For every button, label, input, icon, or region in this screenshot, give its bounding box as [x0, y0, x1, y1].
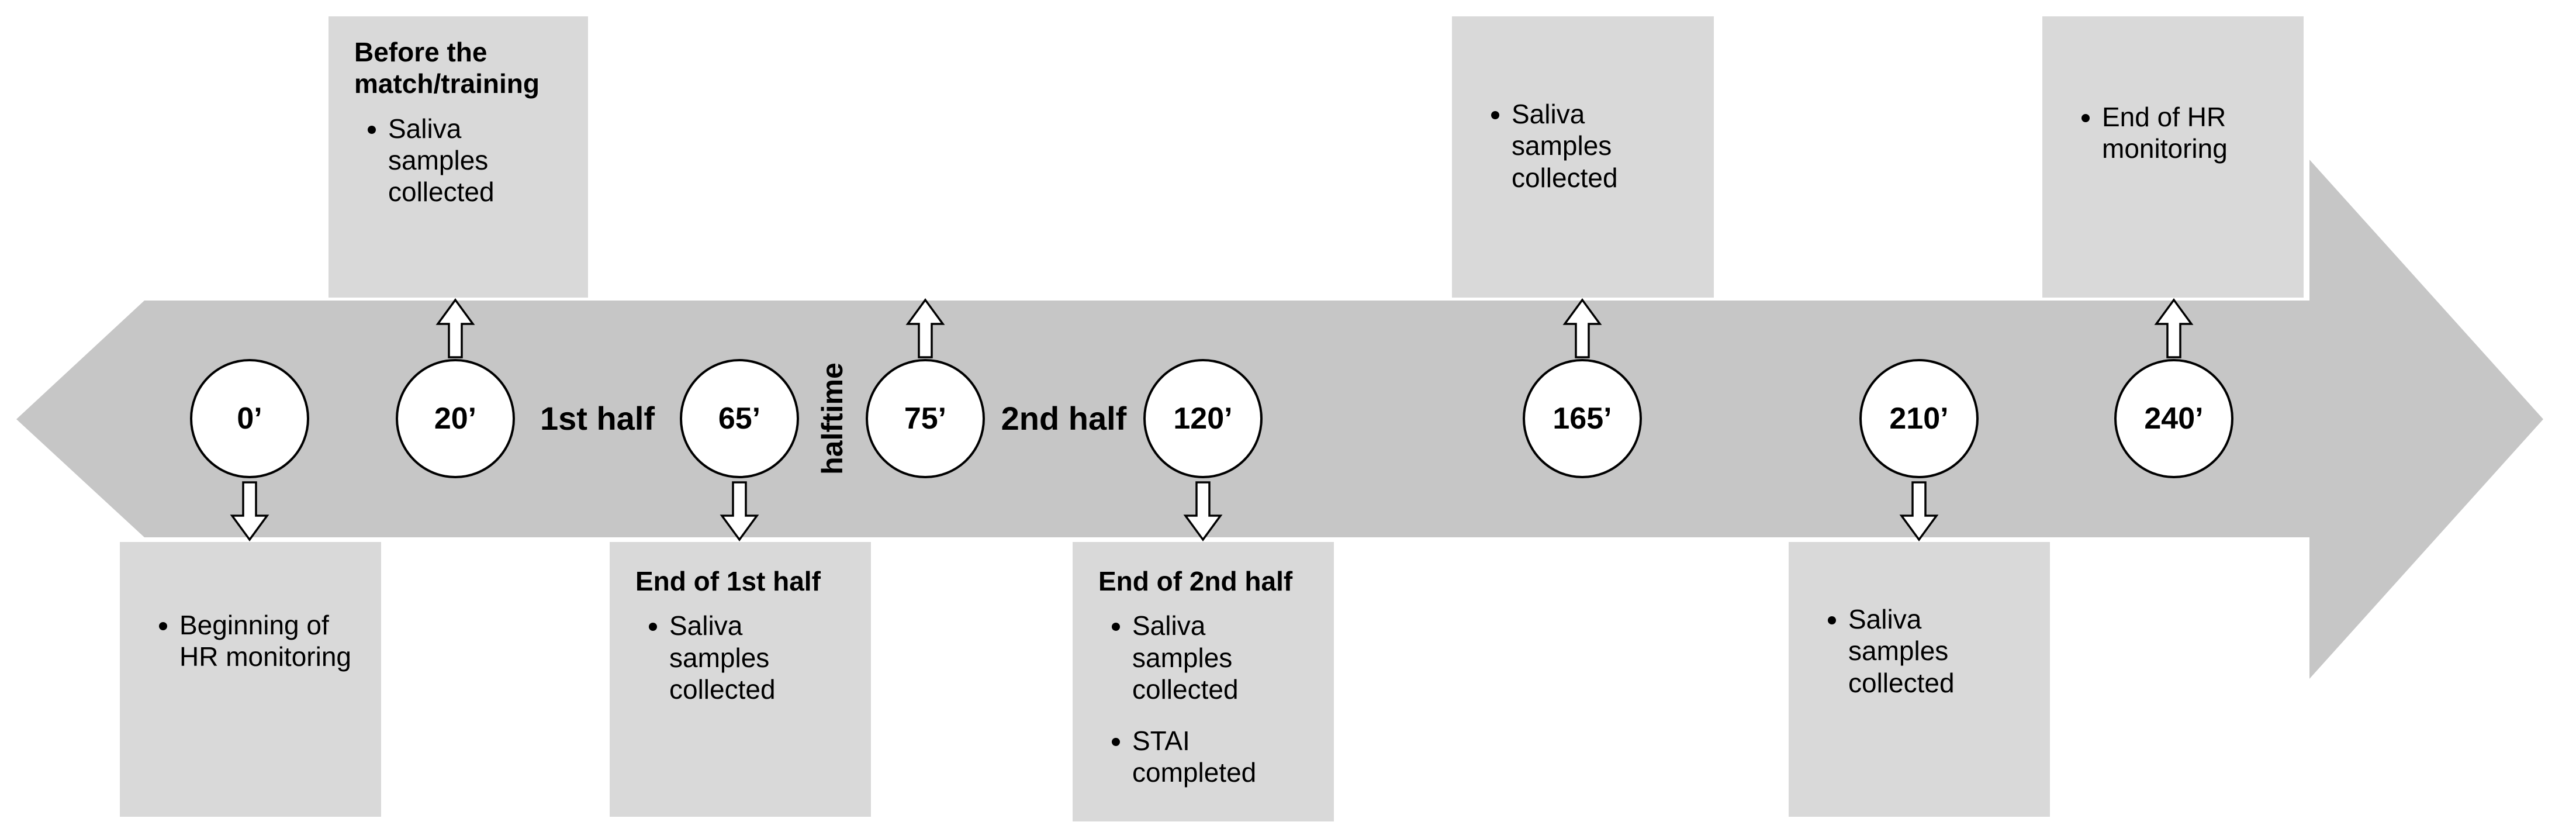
bullet-list: Beginning of HR monitoring [146, 609, 365, 673]
annotation-box-saliva-165: Saliva samples collected [1452, 16, 1714, 298]
up-arrow-icon [435, 298, 475, 358]
up-arrow-icon [2154, 298, 2194, 358]
time-marker-165: 165’ [1523, 359, 1642, 478]
annotation-title: End of 2nd half [1098, 566, 1293, 596]
down-arrow-icon [1899, 481, 1939, 541]
bullet-list: Saliva samples collected [1814, 603, 2034, 699]
time-label: 20’ [434, 402, 477, 436]
annotation-box-saliva-210: Saliva samples collected [1789, 542, 2050, 817]
time-label: 240’ [2144, 402, 2204, 436]
annotation-box-end-1st-half: End of 1st half Saliva samples collected [610, 542, 871, 817]
time-label: 0’ [237, 402, 262, 436]
up-arrow-icon [1562, 298, 1602, 358]
time-label: 120’ [1173, 402, 1233, 436]
bullet-list: Saliva samples collected STAI completed [1098, 610, 1318, 788]
bullet-item: End of HR monitoring [2102, 101, 2236, 165]
bullet-item: Saliva samples collected [1132, 610, 1258, 705]
time-marker-120: 120’ [1143, 359, 1263, 478]
down-arrow-icon [1183, 481, 1223, 541]
bullet-list: Saliva samples collected [354, 113, 572, 208]
annotation-box-before-match: Before the match/training Saliva samples… [329, 16, 588, 298]
down-arrow-icon [720, 481, 759, 541]
time-label: 165’ [1552, 402, 1612, 436]
up-arrow-icon [905, 298, 945, 358]
annotation-box-end-2nd-half: End of 2nd half Saliva samples collected… [1073, 542, 1334, 821]
time-marker-20: 20’ [396, 359, 515, 478]
down-arrow-icon [230, 481, 269, 541]
bullet-list: Saliva samples collected [1478, 98, 1697, 194]
annotation-box-end-hr: End of HR monitoring [2042, 16, 2304, 298]
segment-label-halftime: halftime [816, 362, 849, 475]
bullet-item: Saliva samples collected [1512, 98, 1637, 194]
annotation-box-begin-hr: Beginning of HR monitoring [120, 542, 381, 817]
bullet-item: STAI completed [1132, 725, 1258, 789]
segment-label-2nd-half: 2nd half [1001, 400, 1127, 437]
annotation-title: End of 1st half [635, 566, 821, 596]
bullet-item: Saliva samples collected [669, 610, 795, 705]
bullet-item: Beginning of HR monitoring [179, 609, 358, 673]
bullet-list: Saliva samples collected [635, 610, 855, 705]
segment-label-1st-half: 1st half [540, 400, 655, 437]
bullet-item: Saliva samples collected [388, 113, 514, 208]
arrow-band-shape [16, 160, 2543, 679]
time-label: 65’ [718, 402, 761, 436]
time-marker-65: 65’ [680, 359, 799, 478]
annotation-title: Before the match/training [354, 37, 540, 99]
bullet-item: Saliva samples collected [1848, 603, 1974, 699]
time-label: 75’ [904, 402, 947, 436]
time-marker-75: 75’ [866, 359, 985, 478]
time-marker-0: 0’ [190, 359, 309, 478]
time-marker-240: 240’ [2114, 359, 2233, 478]
time-label: 210’ [1889, 402, 1949, 436]
time-marker-210: 210’ [1859, 359, 1979, 478]
bullet-list: End of HR monitoring [2068, 101, 2287, 165]
